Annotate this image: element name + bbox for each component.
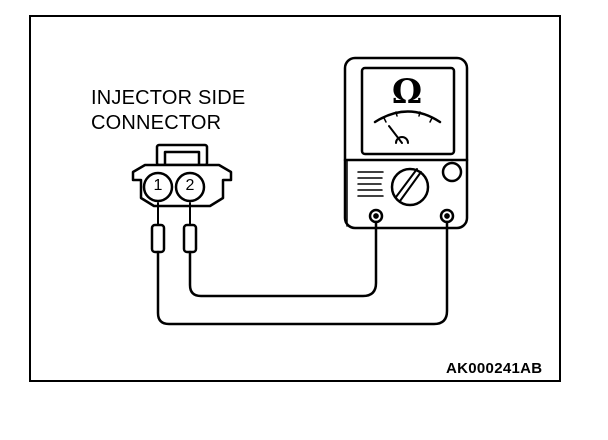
meter-needle bbox=[388, 125, 403, 144]
zero-adjust-button bbox=[441, 161, 463, 183]
probe-2 bbox=[182, 202, 198, 254]
range-knob bbox=[390, 167, 430, 207]
injector-connector bbox=[131, 143, 233, 208]
test-lead-pin1 bbox=[156, 220, 449, 326]
pin-1-cavity bbox=[142, 171, 174, 203]
test-lead-pin2 bbox=[188, 220, 378, 298]
diagram-frame bbox=[29, 15, 561, 382]
pin-1-label: 1 bbox=[153, 177, 163, 194]
meter-body bbox=[343, 56, 469, 230]
connector-title-line2: CONNECTOR bbox=[91, 112, 222, 134]
ohmmeter-icon bbox=[343, 56, 469, 230]
pin-2-label: 2 bbox=[185, 177, 195, 194]
pin-2-cavity bbox=[174, 171, 206, 203]
meter-scale-arc bbox=[373, 110, 442, 124]
probe-1 bbox=[150, 202, 166, 254]
meter-display bbox=[360, 66, 456, 156]
figure-code: AK000241AB bbox=[446, 360, 543, 377]
connector-title-line1: INJECTOR SIDE bbox=[91, 87, 246, 109]
ohm-symbol: Ω bbox=[391, 72, 423, 112]
